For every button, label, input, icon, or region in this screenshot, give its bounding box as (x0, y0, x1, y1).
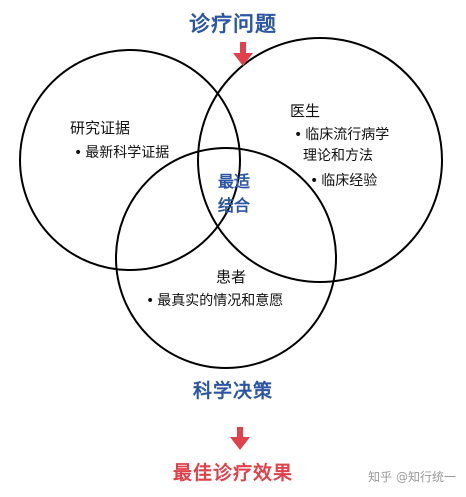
doctor-bullet-2-text: 临床经验 (321, 173, 378, 189)
watermark: 知乎 @知行统一 (368, 470, 456, 484)
research-circle-title: 研究证据 (70, 119, 131, 137)
doctor-bullet-1-line1: 临床流行病学 (305, 127, 390, 143)
middle-title: 科学决策 (192, 380, 273, 402)
patient-bullet-text: 最真实的情况和意愿 (157, 293, 284, 309)
bullet-dot: • (74, 145, 83, 161)
doctor-circle (197, 37, 443, 283)
center-label-line2: 结合 (217, 196, 250, 215)
bottom-title: 最佳诊疗效果 (172, 462, 293, 484)
center-label-line1: 最适 (217, 172, 250, 191)
research-circle (19, 49, 241, 271)
arrow-down-icon (230, 427, 250, 450)
center-label: 最适 结合 (214, 170, 254, 218)
bullet-dot: • (146, 293, 155, 309)
patient-circle (115, 147, 337, 369)
top-title: 诊疗问题 (189, 12, 277, 36)
research-bullet: •最新科学证据 (74, 142, 169, 162)
doctor-circle-title: 医生 (290, 102, 321, 120)
patient-bullet: •最真实的情况和意愿 (146, 290, 283, 310)
bullet-dot: • (294, 127, 303, 143)
research-bullet-text: 最新科学证据 (85, 145, 170, 161)
bullet-dot: • (310, 173, 319, 189)
doctor-bullet-1-line2: 理论和方法 (303, 148, 373, 164)
doctor-bullet-2: •临床经验 (310, 170, 377, 190)
patient-circle-title: 患者 (216, 268, 247, 286)
doctor-bullet-1: •临床流行病学 (294, 124, 389, 144)
arrow-down-icon (233, 42, 253, 66)
